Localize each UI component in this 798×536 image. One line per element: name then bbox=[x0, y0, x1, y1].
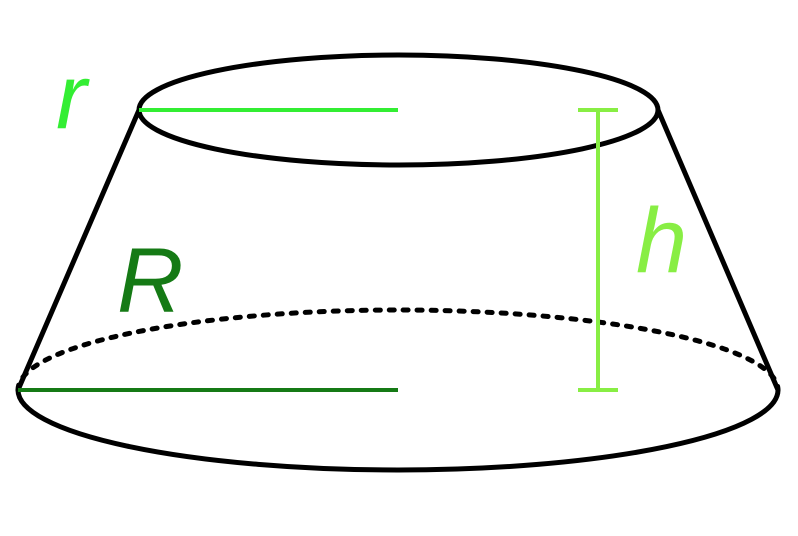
right-side-edge bbox=[655, 107, 781, 393]
height-marker bbox=[578, 108, 618, 392]
bottom-base-back-arc bbox=[15, 307, 781, 393]
bottom-radius-label: R bbox=[117, 230, 183, 332]
left-side-edge bbox=[15, 107, 142, 393]
height-label: h bbox=[636, 190, 687, 292]
top-radius-label: r bbox=[56, 46, 90, 148]
bottom-base-front-arc bbox=[15, 389, 781, 473]
